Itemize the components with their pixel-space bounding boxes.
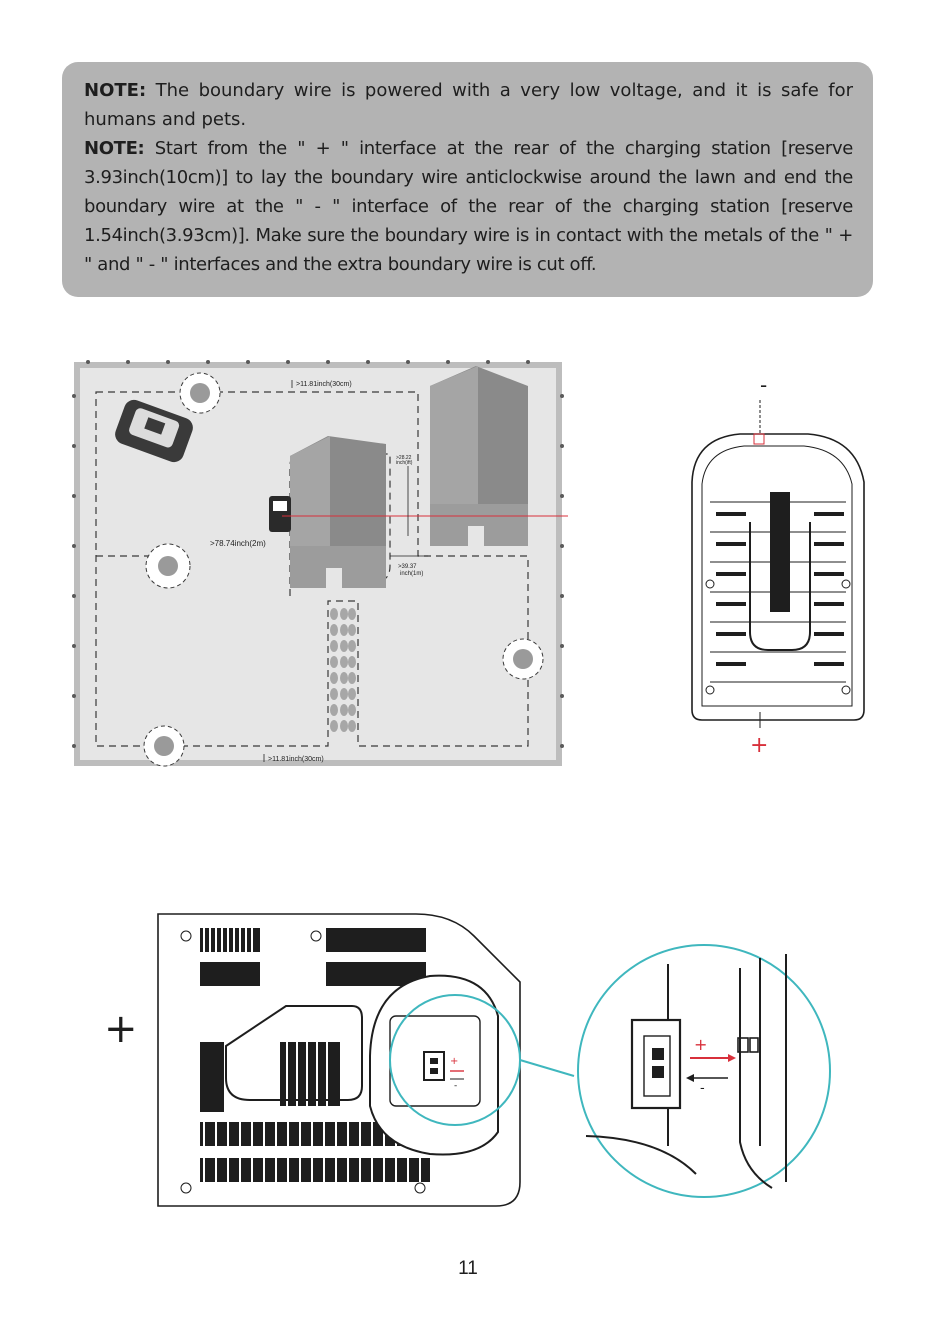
note-label: NOTE: [84,138,145,159]
dimension-passage-2: inch(1m) [400,571,423,577]
flower-bed [502,638,544,680]
plus-label-zoom: + [694,1035,707,1054]
station-rear-diagram: - + [691,373,865,758]
note-safety: NOTE: The boundary wire is powered with … [84,76,853,134]
minus-terminal [753,433,765,445]
house-large [430,366,528,546]
plus-sign: + [750,733,768,758]
dimension-station-distance: >78.74inch(2m) [210,539,266,548]
dimension-house-2: inch(ift) [396,460,413,466]
note-text: The boundary wire is powered with a very… [84,80,853,130]
house-small [290,436,386,588]
note-label: NOTE: [84,80,147,101]
connector-detail-diagram: + + - + - [104,913,831,1207]
page-number: 11 [458,1258,478,1279]
flower-bed [145,543,191,589]
robot-mower-illustration [115,399,193,463]
minus-label-zoom: - [700,1081,705,1096]
wire-channel [225,1005,363,1101]
minus-label-small: - [454,1081,457,1091]
note-box: NOTE: The boundary wire is powered with … [62,62,873,297]
zoom-housing [585,954,787,1189]
lawn-layout-diagram: >11.81inch(30cm) >11.81inch(30cm) >78.74… [72,360,568,767]
dimension-passage-1: >39.37 [398,564,417,570]
note-installation: NOTE: Start from the " + " interface at … [84,134,853,279]
wire-channel [749,522,811,651]
dimension-top: >11.81inch(30cm) [296,381,352,388]
dimension-bottom: >11.81inch(30cm) [268,756,324,763]
charging-station [269,496,291,532]
flower-bed [143,725,185,767]
plus-label-small: + [450,1056,458,1067]
zoom-circle [577,944,831,1198]
plus-sign-left: + [104,1006,138,1052]
zoom-connector [630,1018,682,1110]
flower-bed [179,372,221,414]
zoom-connector-line [519,1059,575,1077]
minus-sign: - [760,373,767,397]
wire-connector [423,1051,445,1081]
dimension-house-1: >28.22 [396,455,412,461]
vent-slots [200,928,430,1182]
stepping-stones [330,608,356,732]
note-text: Start from the " + " interface at the re… [84,138,853,275]
station-base-inner [701,445,853,707]
